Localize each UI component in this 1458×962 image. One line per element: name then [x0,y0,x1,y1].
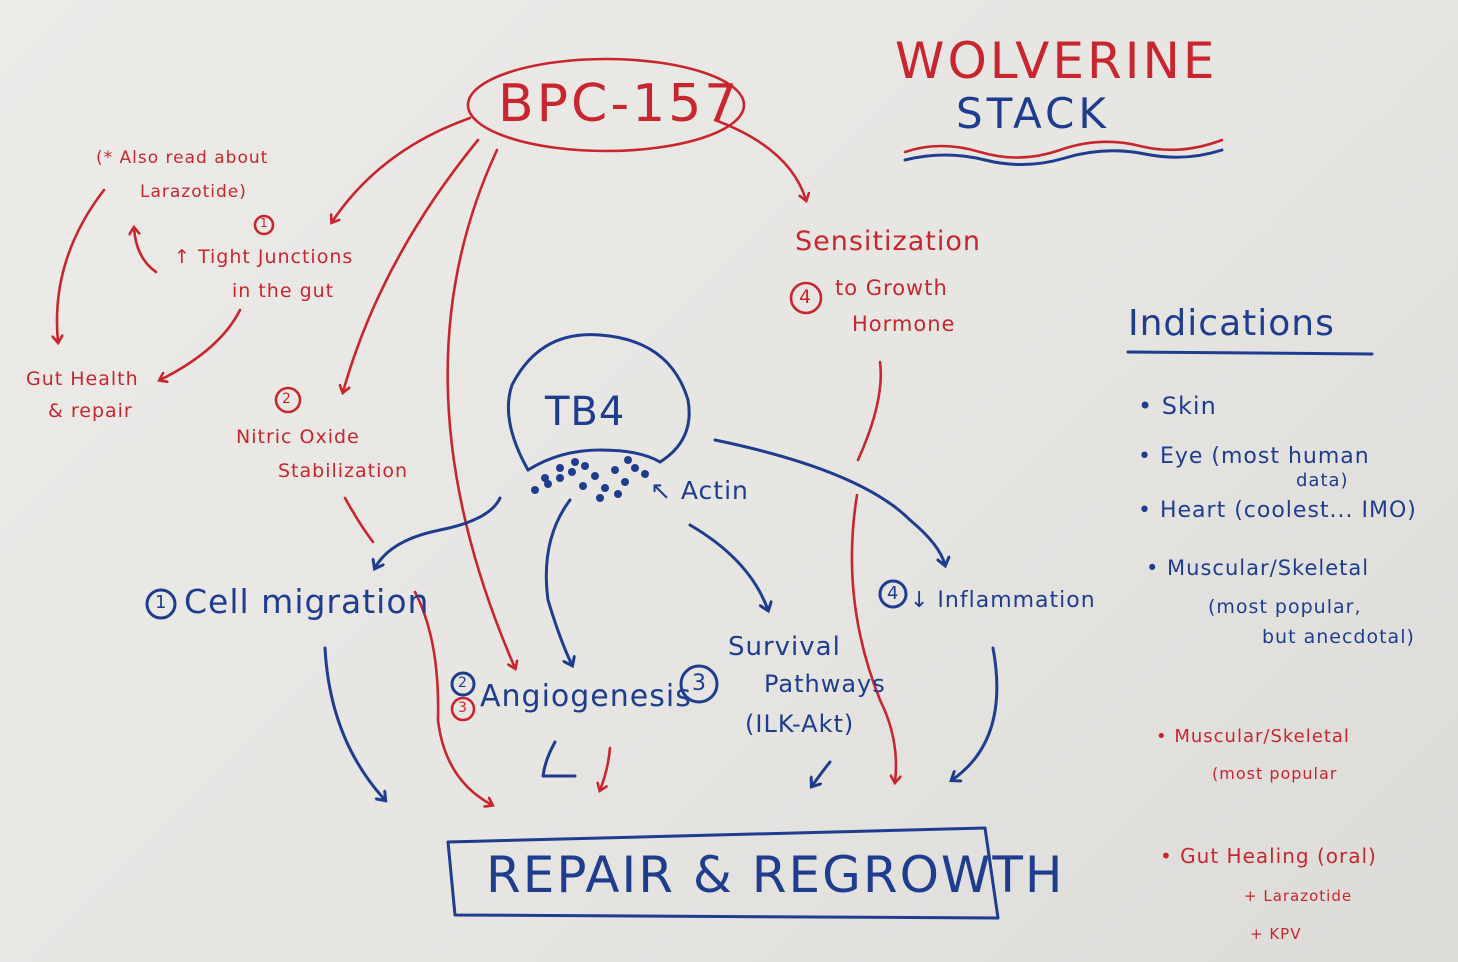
indication-skin: • Skin [1138,392,1217,420]
repair-box [446,826,1000,920]
arrow-tight-gut [160,308,242,380]
arrow-surv-repair [812,760,832,786]
bpc-ellipse [466,57,746,153]
indications-underline [1126,350,1374,356]
arrow-bpc-nitric [343,138,480,392]
bpc-label: BPC-157 [498,74,741,134]
arrow-bpc-angio [446,148,515,668]
cell-label: Cell migration [184,582,430,621]
repair-label: REPAIR & REGROWTH [486,846,1065,904]
actin-label: ↖ Actin [650,476,749,505]
indication-eye: • Eye (most human [1138,444,1370,469]
indication-red-gut: • Gut Healing (oral) [1160,844,1377,868]
tight-num: 1 [260,216,269,230]
surv-num: 3 [692,671,707,696]
angio-num-blue: 2 [458,675,468,691]
gut-line1: Gut Health [26,368,139,390]
arrow-tb4-inflam [713,438,945,565]
arrow-tb4-survival [688,523,768,610]
indication-muscular-2: (most popular, [1208,596,1362,618]
indications-title: Indications [1128,303,1335,344]
cell-num: 1 [155,592,168,613]
sens-line3: Hormone [852,312,956,336]
sens-line1: Sensitization [795,226,981,257]
circle-inflam-4 [878,579,908,609]
indication-eye-2: data) [1296,470,1349,491]
arrow-sens-repair [850,493,896,782]
tb4-dome [506,333,691,472]
arrow-angio-repair-blue [541,740,577,778]
arrow-bpc-sens [713,118,806,200]
indication-muscular: • Muscular/Skeletal [1146,556,1370,580]
tb4-base [526,448,662,472]
indication-red-kpv: + KPV [1250,925,1302,943]
arrow-note-gut [57,188,106,342]
nitric-line1: Nitric Oxide [236,426,360,448]
surv-line1: Survival [728,632,841,662]
title-line1: WOLVERINE [895,32,1218,90]
arrow-cell-repair-blue [323,646,385,800]
circle-cell-1 [145,588,177,620]
tight-line2: in the gut [232,280,335,302]
tight-line1: ↑ Tight Junctions [174,246,354,268]
inflam-num: 4 [887,583,900,604]
angio-label: Angiogenesis [480,679,692,714]
arrow-tb4-angio [544,498,572,665]
indication-red-larazotide: + Larazotide [1244,887,1353,905]
angio-num-red: 3 [458,700,468,716]
indication-heart: • Heart (coolest... IMO) [1138,498,1417,523]
title-line2: STACK [956,89,1110,138]
circle-angio-2 [450,671,476,697]
circle-angio-3 [450,696,476,722]
circle-sens-4 [789,281,823,315]
sens-num: 4 [799,286,813,308]
arrow-angio-repair [600,746,612,790]
arrow-sens-line [856,360,883,462]
indication-red-muscular-2: (most popular [1212,764,1338,783]
circle-nitric-2 [274,386,302,414]
indication-red-muscular: • Muscular/Skeletal [1156,726,1350,747]
title-underline-red [903,138,1224,159]
note-line2: Larazotide) [140,182,247,202]
note-line1: (* Also read about [96,148,269,168]
actin-dots [531,456,649,502]
surv-line3: (ILK-Akt) [745,710,855,738]
arrow-bpc-tight [332,116,472,222]
arrow-inflam-repair [952,646,999,780]
arrow-tight-note [134,228,158,274]
indication-muscular-3: but anecdotal) [1262,626,1415,648]
surv-line2: Pathways [764,670,886,698]
sens-line2: to Growth [835,276,948,300]
inflam-label: ↓ Inflammation [910,588,1096,613]
circle-tight-1 [253,214,275,236]
tb4-label: TB4 [545,389,626,435]
nitric-num: 2 [282,391,292,407]
nitric-line2: Stabilization [278,460,409,482]
arrow-nitric-cell [343,496,375,544]
gut-line2: & repair [48,400,133,422]
arrow-tb4-cell [375,496,502,568]
arrow-cell-repair [413,590,492,805]
circle-surv-3 [679,664,719,704]
title-underline-blue [903,148,1224,166]
